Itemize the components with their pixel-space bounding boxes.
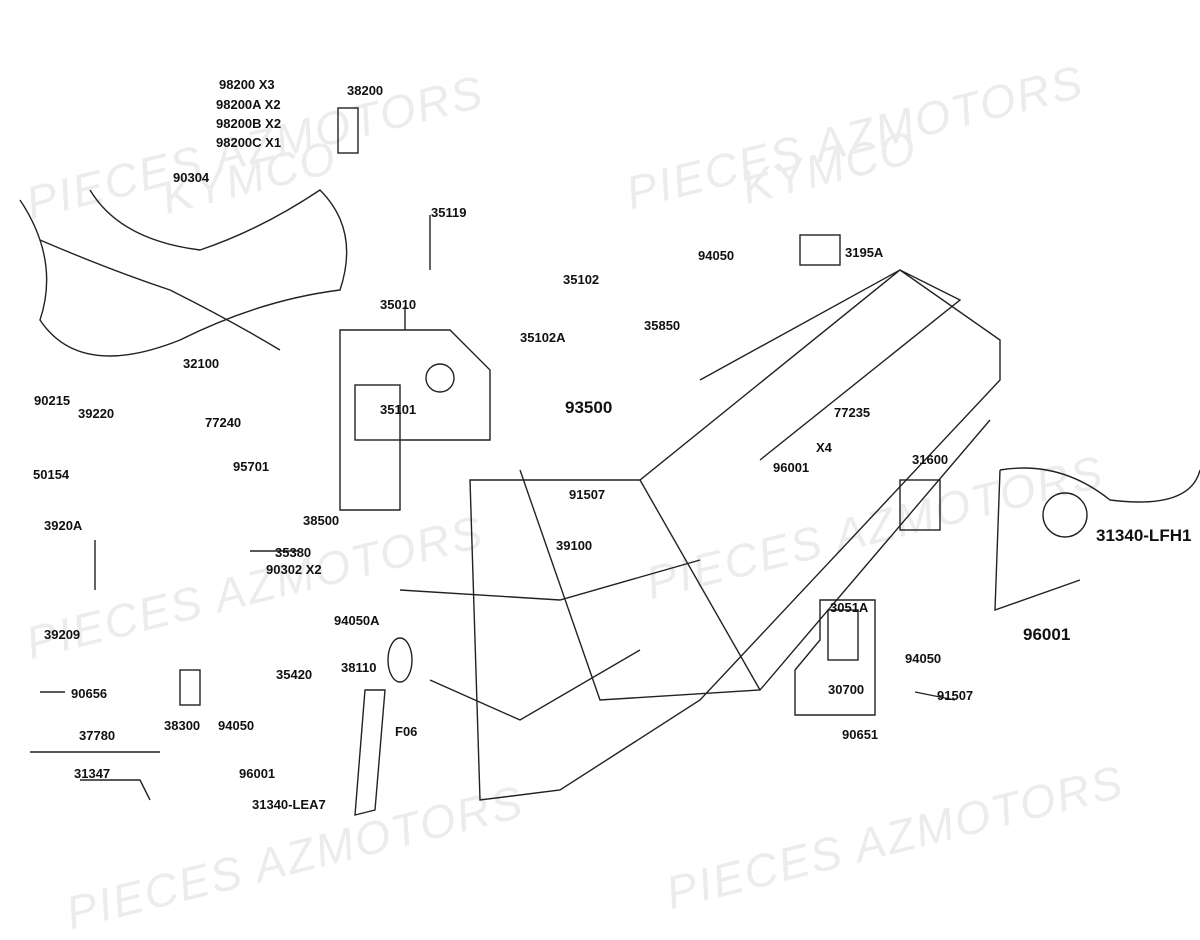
part-label: 95701 [233, 459, 270, 474]
part-label: 90304 [173, 170, 210, 185]
part-label: 35010 [380, 297, 417, 312]
part-label: 31340-LEA7 [252, 797, 326, 812]
part-label: 38110 [341, 660, 377, 675]
part-label: 31347 [74, 766, 111, 781]
part-label: 39220 [78, 406, 115, 421]
part-label: 98200B X2 [216, 116, 282, 131]
part-label: 35102A [520, 330, 566, 345]
part-label: 91507 [569, 487, 606, 502]
part-label: 39100 [556, 538, 593, 553]
part-label: 3051A [830, 600, 869, 615]
part-label: 91507 [937, 688, 974, 703]
part-label: 94050 [905, 651, 942, 666]
part-label: 50154 [33, 467, 70, 482]
part-label: 35850 [644, 318, 681, 333]
part-label: 35102 [563, 272, 600, 287]
part-label: 31340-LFH1 [1096, 526, 1192, 545]
part-label: 94050 [698, 248, 735, 263]
wiring-harness [19, 189, 348, 357]
part-label: 3195A [845, 245, 884, 260]
part-label: 93500 [565, 398, 613, 417]
part-label: 39209 [44, 627, 81, 642]
part-label: 96001 [1023, 625, 1071, 644]
part-label: 94050A [334, 613, 380, 628]
part-label: 77240 [205, 415, 242, 430]
part-label: 90215 [34, 393, 71, 408]
part-label: X4 [816, 440, 832, 455]
part-label: 90651 [842, 727, 879, 742]
part-label: 38300 [164, 718, 201, 733]
part-label: 96001 [773, 460, 810, 475]
parts-drawing [19, 107, 1200, 816]
part-label: 31600 [912, 452, 949, 467]
part-label: 3920A [44, 518, 83, 533]
part-label: 98200C X1 [216, 135, 282, 150]
part-label: 77235 [834, 405, 871, 420]
part-label: 30700 [828, 682, 865, 697]
part-label: 35420 [276, 667, 313, 682]
ignition-group-box [339, 329, 491, 511]
part-label: 35380 [275, 545, 312, 560]
part-label: 98200A X2 [216, 97, 281, 112]
part-label: 38200 [347, 83, 384, 98]
part-label: 94050 [218, 718, 255, 733]
part-label: 37780 [79, 728, 116, 743]
part-label: 98200 X3 [219, 77, 275, 92]
part-label: 90656 [71, 686, 108, 701]
part-label: 32100 [183, 356, 220, 371]
main-frame [399, 269, 1001, 801]
part-label: 38500 [303, 513, 340, 528]
part-label: F06 [395, 724, 418, 739]
part-label: 35101 [380, 402, 417, 417]
part-label: 96001 [239, 766, 276, 781]
part-label: 90302 X2 [266, 562, 322, 577]
part-label: 35119 [431, 205, 467, 220]
